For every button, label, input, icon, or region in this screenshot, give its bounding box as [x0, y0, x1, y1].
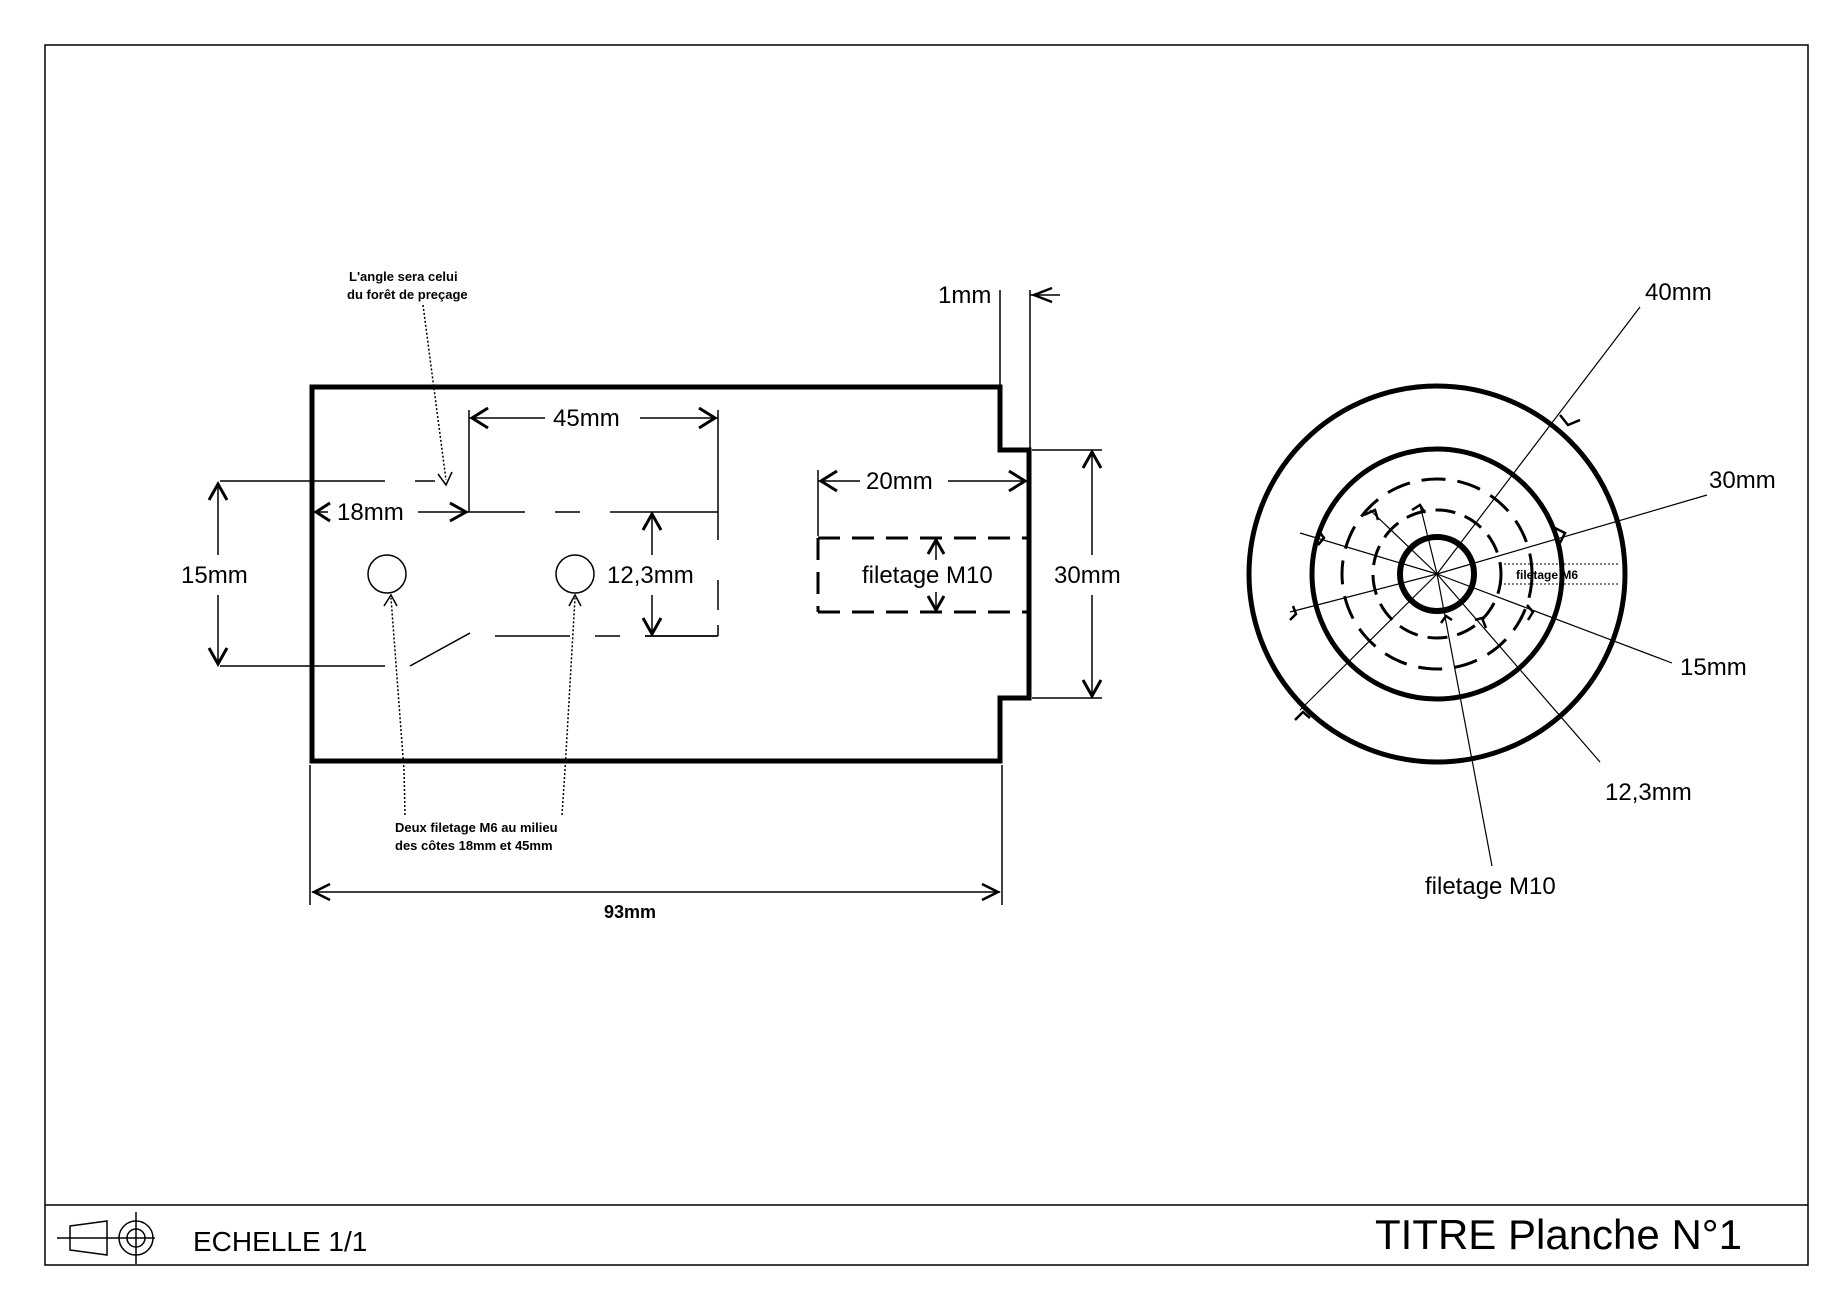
dim-15mm-lines [207, 480, 229, 668]
end-dim-30mm-label: 30mm [1709, 467, 1776, 494]
dim-m10-arrows [926, 536, 946, 614]
dim-1mm-label: 1mm [938, 282, 991, 309]
dim-18mm-label: 18mm [337, 499, 404, 526]
dim-93mm-lines [309, 765, 1003, 905]
dim-45mm-lines [468, 406, 719, 512]
holes-note-leaders [390, 597, 576, 816]
hidden-circle-15mm [1340, 477, 1534, 671]
end-dim-15mm-label: 15mm [1680, 654, 1747, 681]
m6-hole-2 [555, 554, 595, 594]
dim-93mm-label: 93mm [604, 902, 656, 922]
thread-m6-label: filetage M6 [1516, 568, 1578, 582]
holes-note-line1: Deux filetage M6 au milieu [395, 820, 558, 835]
dim-18mm-lines [313, 501, 470, 523]
end-dim-12-3mm-label: 12,3mm [1605, 779, 1692, 806]
m10-bore-hidden [816, 536, 1028, 614]
thread-m10-label: filetage M10 [862, 562, 993, 589]
dim-20mm-label: 20mm [866, 468, 933, 495]
scale-label: ECHELLE 1/1 [193, 1226, 367, 1257]
dim-30mm-lines [1032, 448, 1103, 700]
dim-1mm-lines [999, 286, 1060, 448]
angle-note-leader [422, 304, 453, 487]
bore-circle-m10 [1397, 534, 1477, 614]
end-dim-40mm-label: 40mm [1645, 279, 1712, 306]
dim-12-3mm-lines [641, 510, 718, 638]
end-thread-m10-label: filetage M10 [1425, 873, 1556, 900]
title-block: ECHELLE 1/1 TITRE Planche N°1 [45, 1204, 1808, 1264]
dim-20mm-lines [817, 469, 1028, 536]
radial-leaders [1289, 306, 1708, 867]
projection-symbol-icon [57, 1212, 155, 1264]
end-view-arrowheads [1289, 414, 1581, 721]
side-view: 1mm 45mm 20mm 18mm [181, 269, 1121, 922]
holes-note-arrowheads [383, 593, 582, 607]
title-label: TITRE Planche N°1 [1375, 1211, 1742, 1258]
m6-hole-1 [367, 554, 407, 594]
sheet-border [44, 44, 1809, 1266]
m6-thread-zone [1500, 563, 1620, 585]
holes-note-line2: des côtes 18mm et 45mm [395, 838, 553, 853]
part-outline [309, 384, 1032, 764]
circle-30mm [1309, 446, 1565, 702]
dim-30mm-label: 30mm [1054, 562, 1121, 589]
dim-15mm-label: 15mm [181, 562, 248, 589]
end-view: filetage M6 40mm 30mm 15mm 12,3mm fileta… [1246, 279, 1776, 900]
dim-45mm-label: 45mm [553, 405, 620, 432]
angle-note-line1: L'angle sera celui [349, 269, 458, 284]
hidden-circle-12-3mm [1371, 508, 1503, 640]
outer-circle-40mm [1246, 383, 1628, 765]
dim-12-3mm-label: 12,3mm [607, 562, 694, 589]
angle-note-line2: du forêt de preçage [347, 287, 468, 302]
